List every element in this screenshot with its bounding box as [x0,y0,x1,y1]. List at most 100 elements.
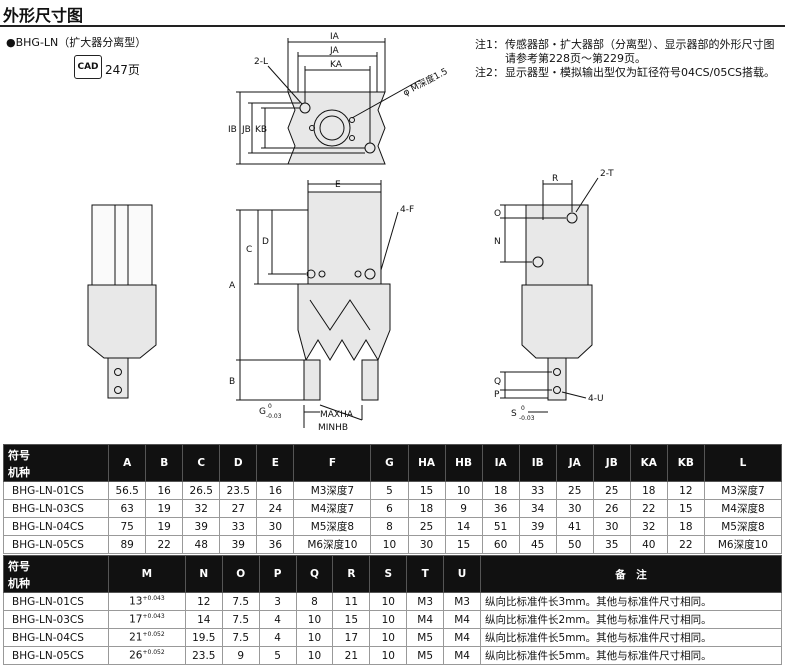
dim-Q: Q [494,377,501,387]
dim-C: C [246,245,252,255]
value-cell: 18 [407,499,446,518]
right-view: R 2-T O N Q P 4-U S 0 -0.03 [494,169,614,422]
value-cell: 22 [145,535,184,554]
value-cell: M5 [406,646,445,665]
value-cell: 12 [666,481,705,500]
col-header: T [406,555,445,593]
col-header: HB [444,444,483,482]
value-cell: M4 [443,610,482,629]
col-header: N [184,555,223,593]
dim-P: P [494,390,500,400]
dim-4U: 4-U [588,394,604,404]
col-header: B [145,444,184,482]
dim-E: E [335,180,341,190]
value-cell: 27 [219,499,258,518]
col-header: C [182,444,221,482]
value-cell: 7.5 [221,592,260,611]
value-cell: 45 [518,535,557,554]
col-header: O [221,555,260,593]
value-cell-m: 13+0.043 [108,592,186,611]
model-cell: BHG-LN-01CS [2,481,110,500]
col-header: KB [666,444,705,482]
m-tolerance: +0.052 [142,649,165,657]
dimension-drawing: IA JA KA 2-L IB JB KB φ M深度1.5 E 4-F C D… [87,32,614,433]
value-cell: M4 [443,646,482,665]
notes: 注1： 传感器部・扩大器部（分离型）、显示器部的外形尺寸图请参考第228页～第2… [475,38,780,80]
value-cell: 30 [592,517,631,536]
value-cell: 23.5 [219,481,258,500]
model-cell: BHG-LN-03CS [2,499,110,518]
value-cell: 40 [629,535,668,554]
m-value: 26 [129,649,143,662]
title-rule [0,25,785,27]
col-header: IA [481,444,520,482]
top-view: IA JA KA 2-L IB JB KB φ M深度1.5 [228,32,450,165]
col-header: A [108,444,147,482]
value-cell: 30 [407,535,446,554]
value-cell: 10 [369,610,408,629]
dim-N: N [494,237,501,247]
col-header: KA [629,444,668,482]
col-header: R [332,555,371,593]
value-cell: 7.5 [221,628,260,647]
value-cell: 51 [481,517,520,536]
spec-table-1: 符号 机种 A B C D E F G HA HB IA IB JA JB KA… [2,444,783,554]
value-cell: M4 [406,610,445,629]
cad-page-link[interactable]: 247页 [105,63,140,77]
value-cell: 5 [258,646,297,665]
value-cell: M4深度8 [703,499,783,518]
note-1-text: 传感器部・扩大器部（分离型）、显示器部的外形尺寸图请参考第228页～第229页。 [505,38,775,65]
col-header: IB [518,444,557,482]
tol-s: -0.03 [519,415,535,422]
m-tolerance: +0.052 [142,631,165,639]
value-cell: 36 [481,499,520,518]
col-header: G [370,444,409,482]
value-cell: 25 [592,481,631,500]
value-cell: 9 [221,646,260,665]
value-cell: 32 [182,499,221,518]
value-cell: 39 [518,517,557,536]
value-cell: 8 [370,517,409,536]
col-header: S [369,555,408,593]
dim-KB: KB [255,125,267,135]
dim-A: A [229,281,236,291]
value-cell: 10 [369,646,408,665]
model-cell: BHG-LN-01CS [3,592,109,611]
value-cell: M6深度10 [293,535,372,554]
col-header: F [293,444,372,482]
value-cell: 26 [592,499,631,518]
value-cell: 39 [182,517,221,536]
model-cell: BHG-LN-04CS [3,628,109,647]
value-cell: 15 [444,535,483,554]
header-symbol: 符号 [8,560,30,573]
value-cell: 18 [629,481,668,500]
remark-cell: 纵向比标准件长2mm。其他与标准件尺寸相同。 [480,610,782,629]
value-cell-m: 26+0.052 [108,646,186,665]
value-cell: 10 [295,610,334,629]
value-cell: M3深度7 [703,481,783,500]
value-cell: M3深度7 [293,481,372,500]
m-tolerance: +0.043 [142,595,165,603]
value-cell: 18 [666,517,705,536]
value-cell: M6深度10 [703,535,783,554]
model-label: ●BHG-LN（扩大器分离型） [6,36,147,49]
m-value: 13 [129,595,143,608]
col-header: P [258,555,297,593]
col-header: HA [407,444,446,482]
front-view: E 4-F C D A B G 0 -0.03 MAXHA MINHB [229,180,414,433]
dim-D: D [262,237,269,247]
value-cell: 8 [295,592,334,611]
value-cell: 19 [145,499,184,518]
value-cell-m: 17+0.043 [108,610,186,629]
dim-B: B [229,377,235,387]
dim-R: R [552,174,558,184]
cad-icon[interactable]: CAD [74,55,102,79]
value-cell: 60 [481,535,520,554]
value-cell: 14 [184,610,223,629]
